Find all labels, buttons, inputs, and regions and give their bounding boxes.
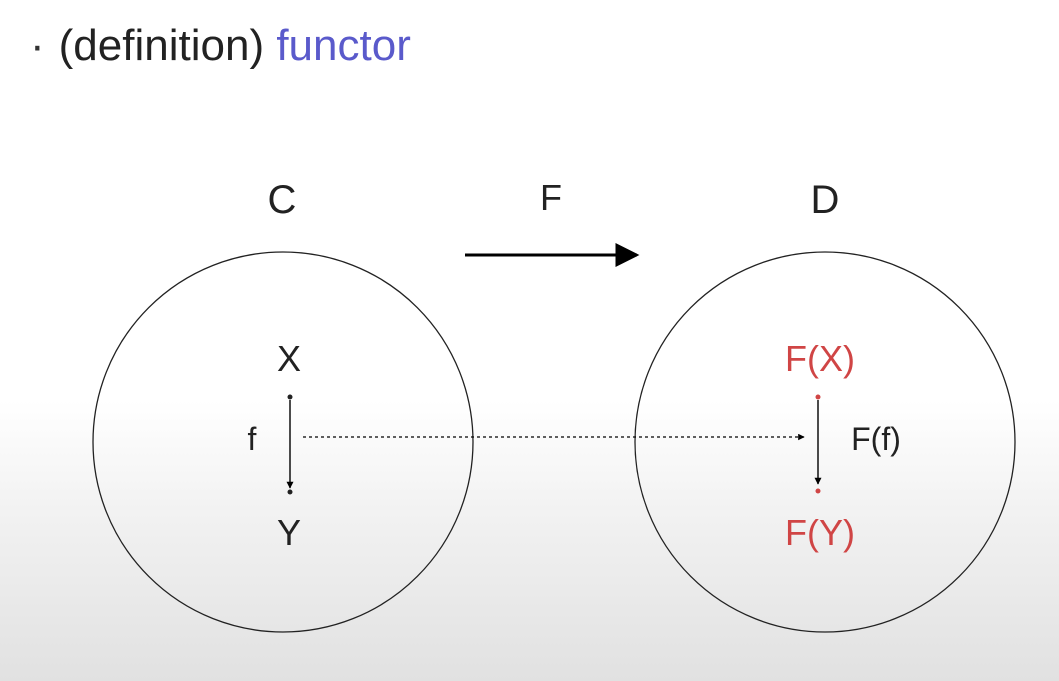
- object-x-label: X: [277, 338, 301, 379]
- functor-label: F: [540, 177, 562, 218]
- object-y-label: Y: [277, 512, 301, 553]
- object-fx-dot: [815, 394, 821, 400]
- title-prefix: (definition): [58, 21, 265, 70]
- bullet-point: ·: [30, 21, 45, 70]
- source-category-circle: [92, 251, 474, 633]
- object-fx-label: F(X): [785, 338, 855, 379]
- slide-title: · (definition) functor: [30, 18, 411, 74]
- source-category-label: C: [268, 178, 297, 222]
- object-y-dot: [287, 489, 293, 495]
- object-x-dot: [287, 394, 293, 400]
- object-fy-dot: [815, 488, 821, 494]
- morphism-ff-label: F(f): [851, 421, 901, 457]
- title-term: functor: [276, 21, 411, 70]
- morphism-f-label: f: [248, 421, 257, 457]
- target-category-label: D: [811, 178, 840, 222]
- target-category-circle: [634, 251, 1016, 633]
- object-fy-label: F(Y): [785, 512, 855, 553]
